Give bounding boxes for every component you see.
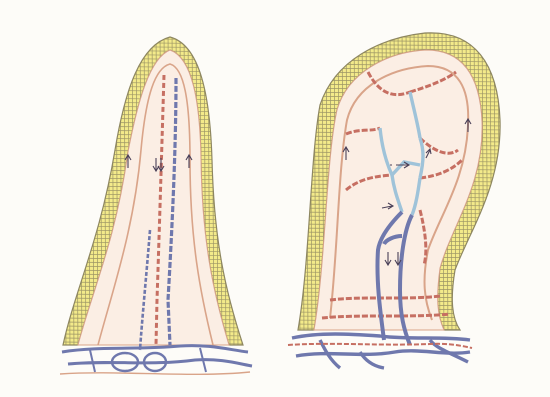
left-villus-diagram-icon — [60, 30, 252, 374]
right-base-network — [292, 334, 470, 368]
left-base-network — [62, 346, 252, 372]
right-villus-diagram-icon — [288, 28, 505, 368]
